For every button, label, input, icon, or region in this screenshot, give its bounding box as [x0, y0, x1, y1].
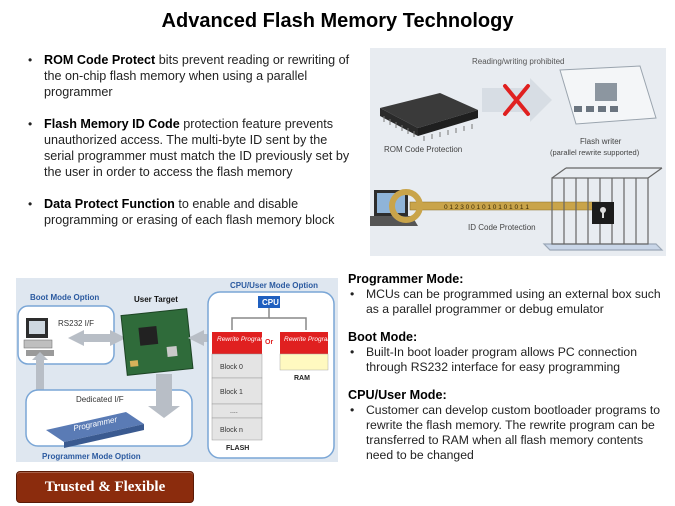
dots-label: .... — [230, 408, 238, 415]
block-0 — [211, 353, 263, 379]
bullet-data-protect: Data Protect Function to enable and disa… — [24, 196, 356, 228]
bullet-text: to enable and disable programming or era… — [44, 197, 335, 227]
cpu-user-mode-label: CPU/User Mode Option — [230, 281, 318, 290]
rs232-label: RS232 I/F — [58, 319, 94, 328]
user-target-label: User Target — [134, 295, 178, 304]
flash-label: FLASH — [226, 445, 249, 452]
cpu-chip — [258, 296, 280, 308]
id-label: ID Code Protection — [468, 223, 536, 232]
cpu-arrows — [231, 308, 307, 330]
block1-label: Block 1 — [220, 389, 243, 396]
cpu-label: CPU — [262, 298, 279, 307]
mode-text-boot: Built-In boot loader program allows PC c… — [348, 345, 670, 375]
blockn-label: Block n — [220, 427, 243, 434]
mode-text-cpu-user: Customer can develop custom bootloader p… — [348, 403, 670, 463]
prohibited-x-icon — [503, 84, 530, 116]
block-n — [211, 417, 263, 441]
dedicated-label: Dedicated I/F — [76, 395, 124, 404]
bullet-head: Data Protect Function — [44, 197, 175, 211]
lock-icon — [592, 202, 614, 224]
ram-label: RAM — [294, 375, 310, 382]
rom-label: ROM Code Protection — [384, 145, 462, 154]
chip-icon — [380, 93, 478, 141]
bullet-head: Flash Memory ID Code — [44, 117, 180, 131]
bullet-rom-code-protect: ROM Code Protect bits prevent reading or… — [24, 52, 356, 100]
target-board-icon — [120, 308, 194, 376]
mode-heading-programmer: Programmer Mode: — [348, 272, 464, 286]
mode-descriptions: Programmer Mode: MCUs can be programmed … — [348, 272, 670, 476]
mode-heading-boot: Boot Mode: — [348, 330, 418, 344]
ram-block — [279, 353, 329, 371]
flash-writer-icon — [559, 65, 657, 125]
bullet-text: bits prevent reading or rewriting of the… — [44, 53, 350, 99]
writer-sub-label: (parallel rewrite supported) — [550, 148, 640, 157]
page-title: Advanced Flash Memory Technology — [161, 10, 514, 32]
programmer-mode-label: Programmer Mode Option — [42, 452, 141, 461]
prohibited-label: Reading/writing prohibited — [472, 57, 565, 66]
programming-mode-figure: Boot Mode Option RS232 I/F User Target C… — [16, 278, 338, 462]
board-arrow — [188, 330, 210, 346]
rs232-arrow — [68, 330, 126, 346]
rewrite-program-flash — [212, 332, 262, 354]
bullet-flash-id-code: Flash Memory ID Code protection feature … — [24, 116, 356, 180]
protection-figure: ROM Code Protection Reading/writing proh… — [370, 48, 666, 256]
key-id-text: 0 1 2 3 0 0 1 0 1 0 1 0 1 0 1 1 — [444, 204, 529, 211]
mode-text-programmer: MCUs can be programmed using an external… — [348, 287, 670, 317]
block0-label: Block 0 — [220, 364, 243, 371]
rewrite-program-ram — [280, 332, 328, 354]
boot-mode-label: Boot Mode Option — [30, 293, 99, 302]
feature-bullet-list: ROM Code Protect bits prevent reading or… — [24, 52, 356, 244]
or-label: Or — [265, 339, 273, 346]
block-1 — [211, 377, 263, 405]
bullet-text: protection feature prevents unauthorized… — [44, 117, 350, 179]
trusted-flexible-button[interactable]: Trusted & Flexible — [16, 471, 194, 503]
cage-icon — [542, 167, 664, 251]
programmer-arrow — [148, 374, 180, 418]
writer-label: Flash writer — [580, 137, 622, 146]
programmer-icon — [46, 412, 144, 448]
rewrite-label-2: Rewrite Program — [284, 336, 333, 343]
bullet-head: ROM Code Protect — [44, 53, 156, 67]
rewrite-label-1: Rewrite Program — [217, 336, 266, 343]
mode-heading-cpu-user: CPU/User Mode: — [348, 388, 447, 402]
